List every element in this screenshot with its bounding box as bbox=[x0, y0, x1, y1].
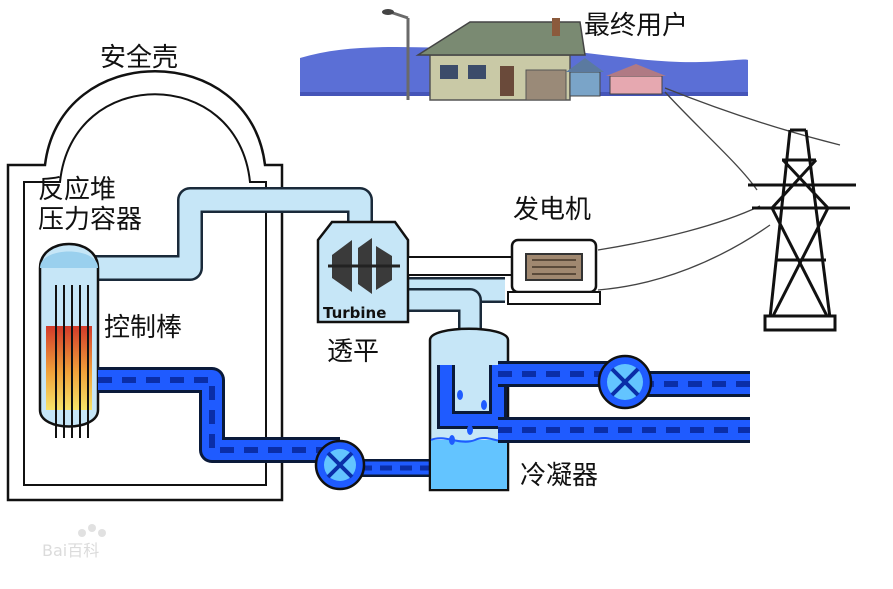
condenser bbox=[428, 327, 510, 492]
label-reactor-pressure-vessel: 反应堆 压力容器 bbox=[38, 175, 143, 235]
house-small-blue bbox=[566, 58, 604, 97]
house-main bbox=[415, 18, 586, 101]
label-containment: 安全壳 bbox=[100, 43, 179, 73]
label-control-rods: 控制棒 bbox=[104, 313, 183, 343]
label-condenser: 冷凝器 bbox=[520, 461, 599, 491]
label-generator: 发电机 bbox=[513, 195, 592, 225]
label-end-user: 最终用户 bbox=[584, 11, 689, 41]
turbine-shaft bbox=[407, 256, 527, 276]
label-turbine: 透平 bbox=[327, 337, 380, 367]
street-lamp bbox=[382, 9, 410, 100]
house-small-pink bbox=[606, 64, 666, 95]
steam-pipe bbox=[88, 187, 505, 330]
control-rods bbox=[55, 285, 89, 438]
feed-pump bbox=[314, 439, 366, 491]
watermark-text: Bai百科 bbox=[42, 541, 99, 560]
transmission-tower bbox=[748, 128, 856, 332]
turbine-english-label: Turbine bbox=[323, 304, 386, 322]
feedwater-pipe bbox=[98, 367, 440, 477]
cooling-water-pipes bbox=[498, 361, 750, 443]
reactor-vessel bbox=[38, 242, 100, 428]
generator bbox=[507, 238, 601, 305]
cooling-pump bbox=[597, 354, 653, 410]
watermark-logo: Bai百科 bbox=[42, 524, 106, 560]
power-lines bbox=[597, 87, 841, 291]
turbine bbox=[316, 220, 410, 324]
